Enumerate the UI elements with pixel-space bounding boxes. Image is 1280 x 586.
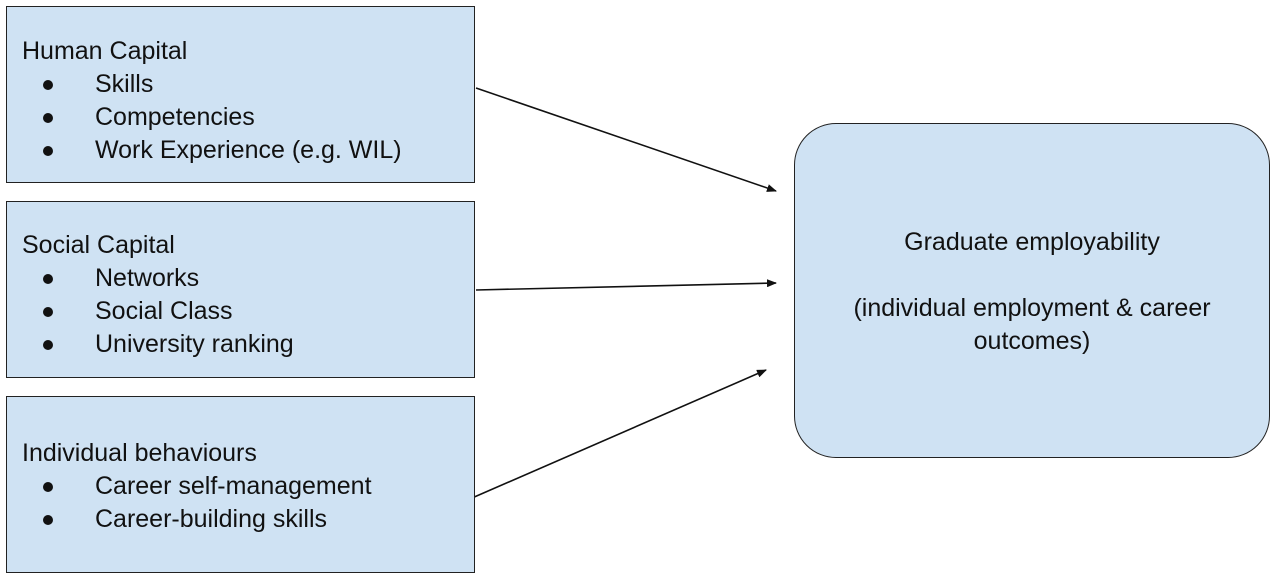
bullet-icon <box>43 146 53 156</box>
bullet-icon <box>43 274 53 284</box>
bullet-icon <box>43 482 53 492</box>
box-title: Human Capital <box>22 37 188 65</box>
target-subtitle-line-2: outcomes) <box>973 327 1091 355</box>
list-item-label: Competencies <box>95 103 255 131</box>
list-item-label: Networks <box>95 264 200 292</box>
bullet-icon <box>43 307 53 317</box>
target-title: Graduate employability <box>904 228 1160 256</box>
arrow-social-capital <box>475 279 777 291</box>
bullet-icon <box>43 80 53 90</box>
individual-behaviours-box: Individual behaviours Career self-manage… <box>6 396 475 573</box>
list-item-label: University ranking <box>95 330 294 358</box>
bullet-icon <box>43 113 53 123</box>
bullet-icon <box>43 340 53 350</box>
list-item-label: Career self-management <box>95 472 372 500</box>
box-title: Social Capital <box>22 231 175 259</box>
list-item-label: Career-building skills <box>95 505 328 533</box>
social-capital-box: Social Capital Networks Social Class Uni… <box>6 201 475 378</box>
list-item-label: Work Experience (e.g. WIL) <box>95 136 402 164</box>
list-item-label: Skills <box>95 70 154 98</box>
box-title: Individual behaviours <box>22 439 257 467</box>
arrow-human-capital <box>475 87 777 192</box>
human-capital-box: Human Capital Skills Competencies Work E… <box>6 6 475 183</box>
arrow-individual-behaviours <box>471 369 767 499</box>
target-subtitle-line-1: (individual employment & career <box>853 294 1211 322</box>
target-subtitle: (individual employment & career outcomes… <box>795 292 1269 358</box>
graduate-employability-box: Graduate employability (individual emplo… <box>794 123 1270 458</box>
bullet-icon <box>43 515 53 525</box>
list-item-label: Social Class <box>95 297 233 325</box>
